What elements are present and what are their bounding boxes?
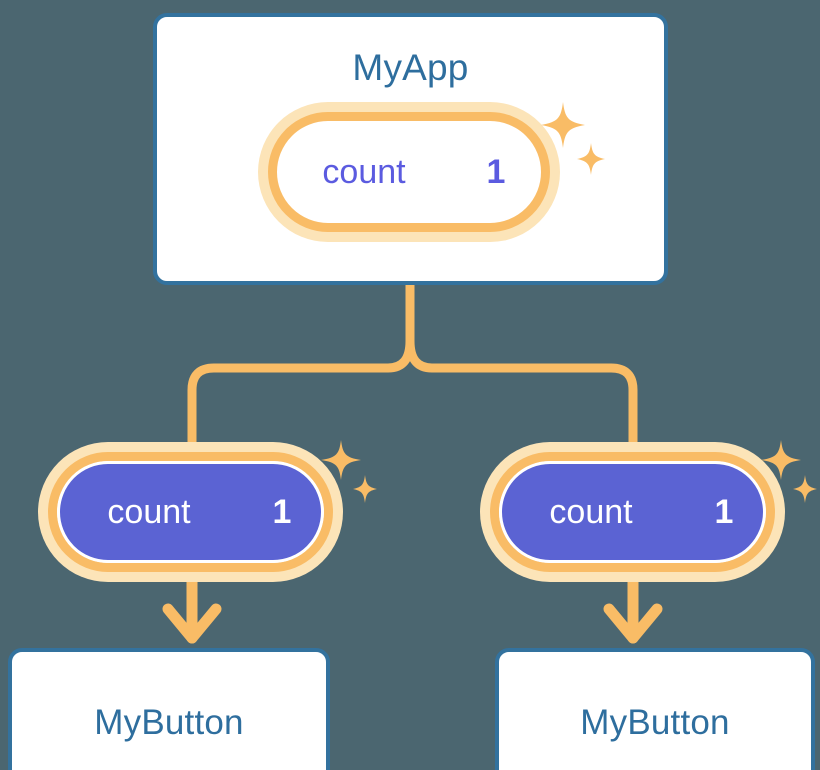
connector-branch-left [187,336,415,467]
state-key: count [322,153,406,191]
state-value: 1 [486,153,506,191]
connector-branch-right [405,336,638,467]
pill-body[interactable]: count 1 [490,452,775,572]
card-label: MyButton [580,703,730,742]
state-key: count [549,493,633,531]
state-value: 1 [272,493,292,531]
arrow-head-left [162,603,222,644]
arrow-head-right [603,603,663,644]
state-value: 1 [714,493,734,531]
card-mybutton-1[interactable]: MyButton [8,648,330,770]
page-title: MyApp [352,47,469,88]
card-mybutton-2[interactable]: MyButton [495,648,815,770]
pill-body[interactable]: count 1 [48,452,333,572]
pill-body[interactable]: count 1 [268,112,550,232]
state-key: count [107,493,191,531]
card-label: MyButton [94,703,244,742]
